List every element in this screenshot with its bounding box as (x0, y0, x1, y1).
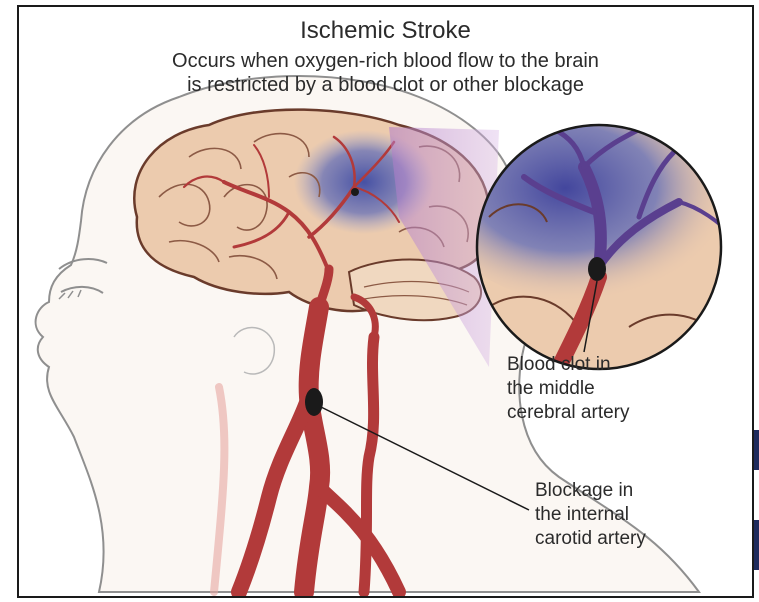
diagram-subtitle-line-2: is restricted by a blood clot or other b… (19, 73, 752, 97)
edge-mark-bottom (754, 520, 759, 570)
blockage-label-line-1: Blockage in (535, 479, 646, 503)
lens-clot (588, 257, 606, 281)
blockage-label-line-3: carotid artery (535, 527, 646, 551)
clot-label-line-2: the middle (507, 377, 630, 401)
diagram-title: Ischemic Stroke (19, 17, 752, 45)
clot-label-line-3: cerebral artery (507, 401, 630, 425)
blockage-label-line-2: the internal (535, 503, 646, 527)
diagram-frame: Ischemic Stroke Occurs when oxygen-rich … (17, 5, 754, 598)
blockage-label: Blockage in the internal carotid artery (535, 479, 646, 551)
clot-label: Blood clot in the middle cerebral artery (507, 353, 630, 425)
small-clot-marker (351, 188, 359, 196)
carotid-blockage (305, 388, 323, 416)
diagram-subtitle-line-1: Occurs when oxygen-rich blood flow to th… (19, 49, 752, 73)
edge-mark-top (754, 430, 759, 470)
clot-label-line-1: Blood clot in (507, 353, 630, 377)
